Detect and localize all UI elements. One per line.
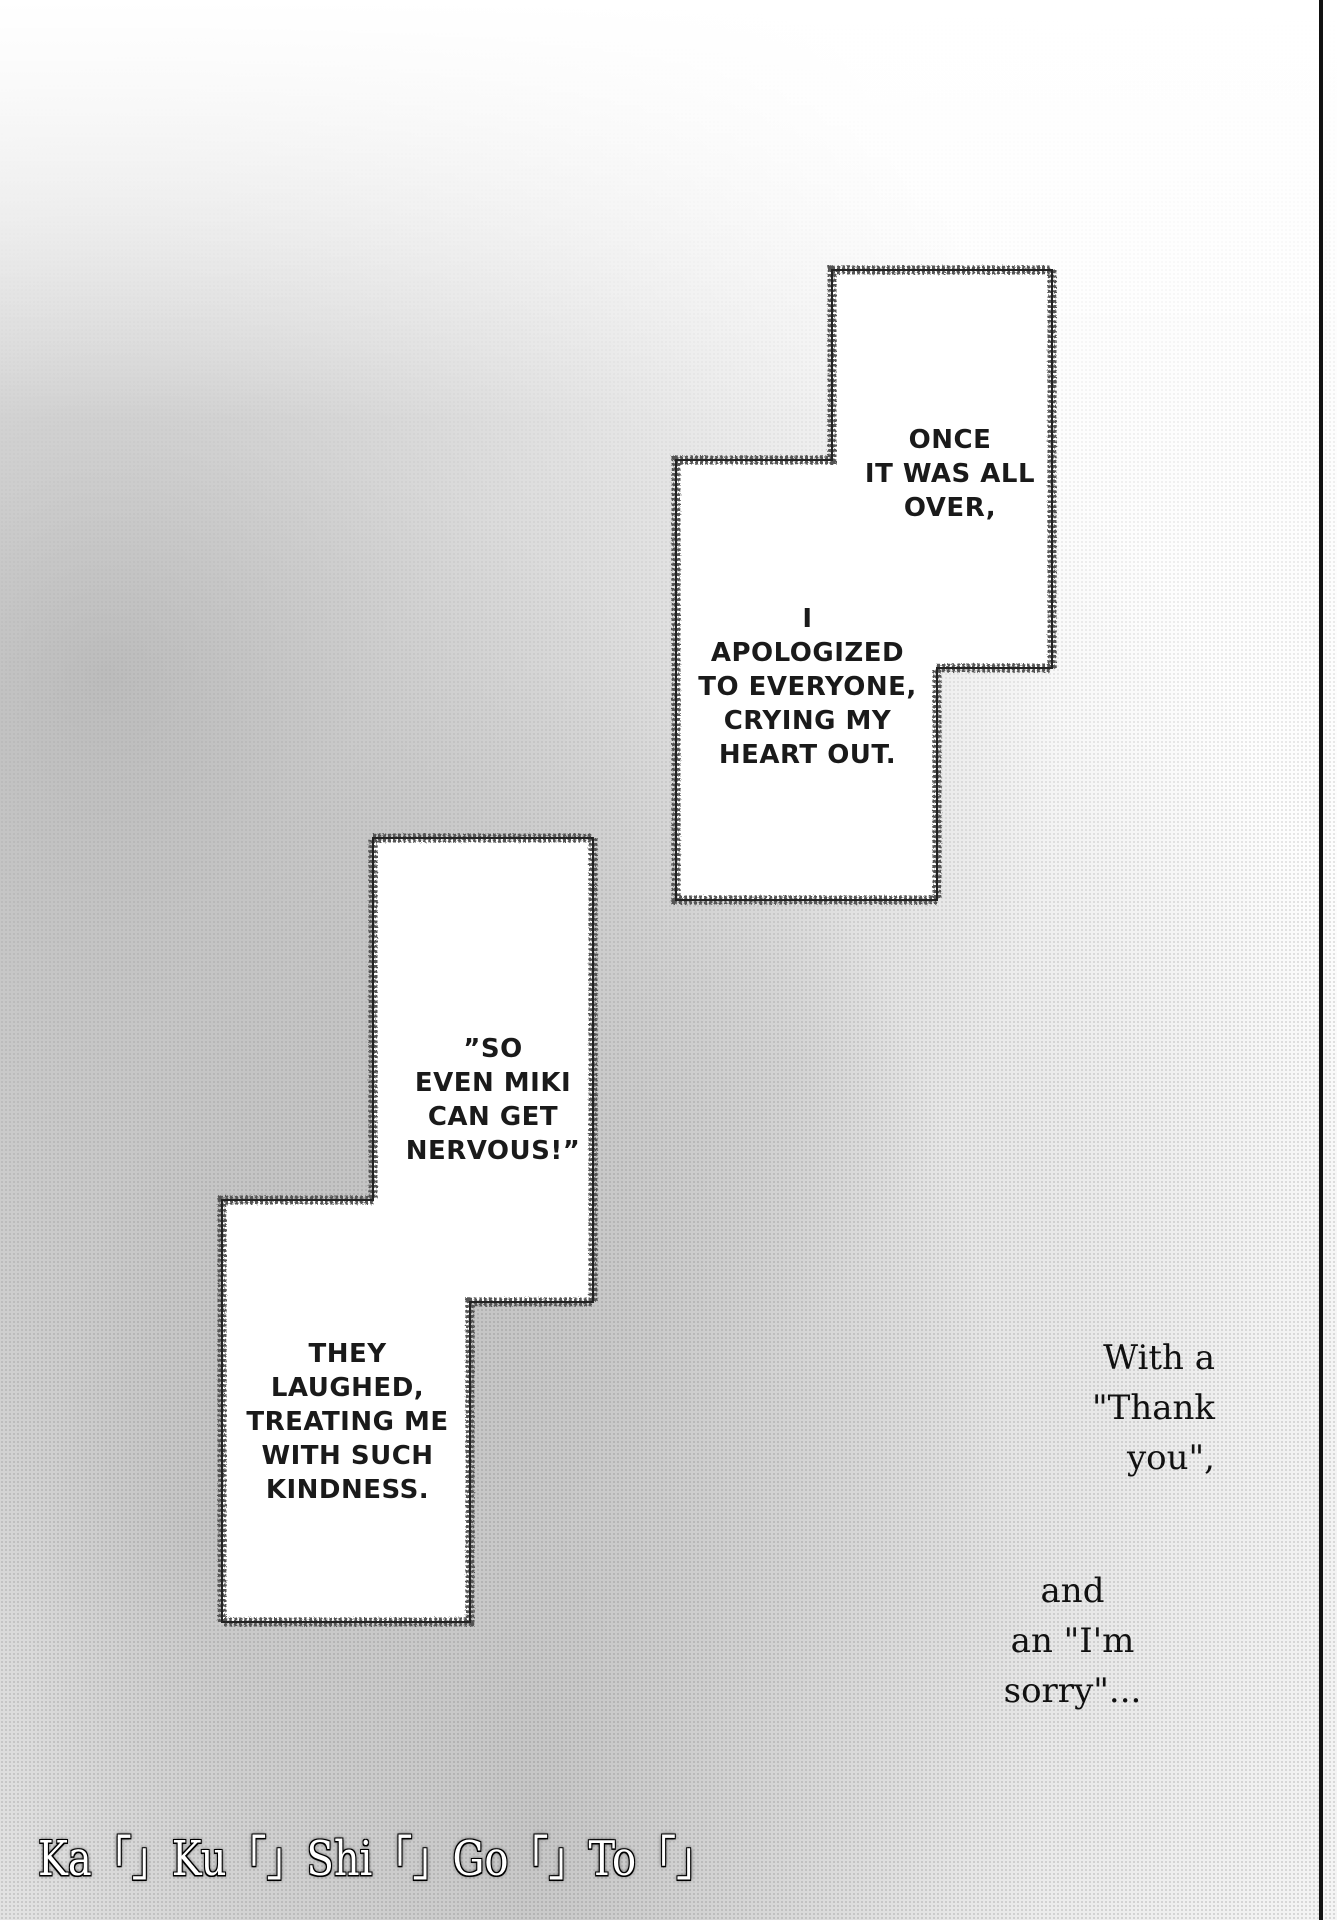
- caption-line: ”SO: [463, 1034, 523, 1064]
- caption-miki-nervous: ”SO EVEN MIKI CAN GET NERVOUS!”: [393, 1032, 593, 1168]
- top-white-fade: [0, 0, 1337, 420]
- caption-box-upper: [671, 265, 1057, 905]
- caption-line: IT WAS ALL: [864, 459, 1036, 489]
- caption-they-laughed: THEY LAUGHED, TREATING ME WITH SUCH KIND…: [230, 1337, 465, 1507]
- narration-thank-you: With a "Thank you",: [1070, 1333, 1215, 1483]
- caption-line: TREATING ME: [246, 1407, 449, 1437]
- caption-line: EVEN MIKI: [414, 1068, 572, 1098]
- caption-line: CAN GET: [427, 1102, 559, 1132]
- narration-line: "Thank: [1092, 1388, 1215, 1428]
- narration-line: sorry"...: [1003, 1671, 1142, 1711]
- caption-line: TO EVERYONE,: [698, 672, 917, 702]
- caption-line: NERVOUS!”: [405, 1136, 581, 1166]
- narration-line: an "I'm: [1010, 1621, 1135, 1661]
- caption-line: APOLOGIZED: [710, 638, 905, 668]
- caption-line: KINDNESS.: [265, 1475, 430, 1505]
- narration-line: you",: [1126, 1438, 1215, 1478]
- caption-line: OVER,: [903, 493, 997, 523]
- caption-line: I: [802, 604, 813, 634]
- narration-im-sorry: and an "I'm sorry"...: [985, 1566, 1160, 1716]
- caption-line: ONCE: [908, 425, 992, 455]
- caption-line: CRYING MY: [723, 706, 892, 736]
- panel-border-line: [1319, 0, 1323, 1920]
- narration-line: and: [1040, 1571, 1105, 1611]
- caption-line: WITH SUCH: [261, 1441, 434, 1471]
- caption-line: THEY: [308, 1339, 387, 1369]
- narration-line: With a: [1103, 1338, 1215, 1378]
- caption-line: LAUGHED,: [270, 1373, 425, 1403]
- series-title-credit: Ka「」Ku「」Shi「」Go「」To「」: [38, 1832, 717, 1888]
- caption-once-over: ONCE IT WAS ALL OVER,: [855, 423, 1045, 525]
- caption-apologized: I APOLOGIZED TO EVERYONE, CRYING MY HEAR…: [685, 602, 930, 772]
- caption-line: HEART OUT.: [718, 740, 897, 770]
- caption-box-lower: [217, 833, 598, 1627]
